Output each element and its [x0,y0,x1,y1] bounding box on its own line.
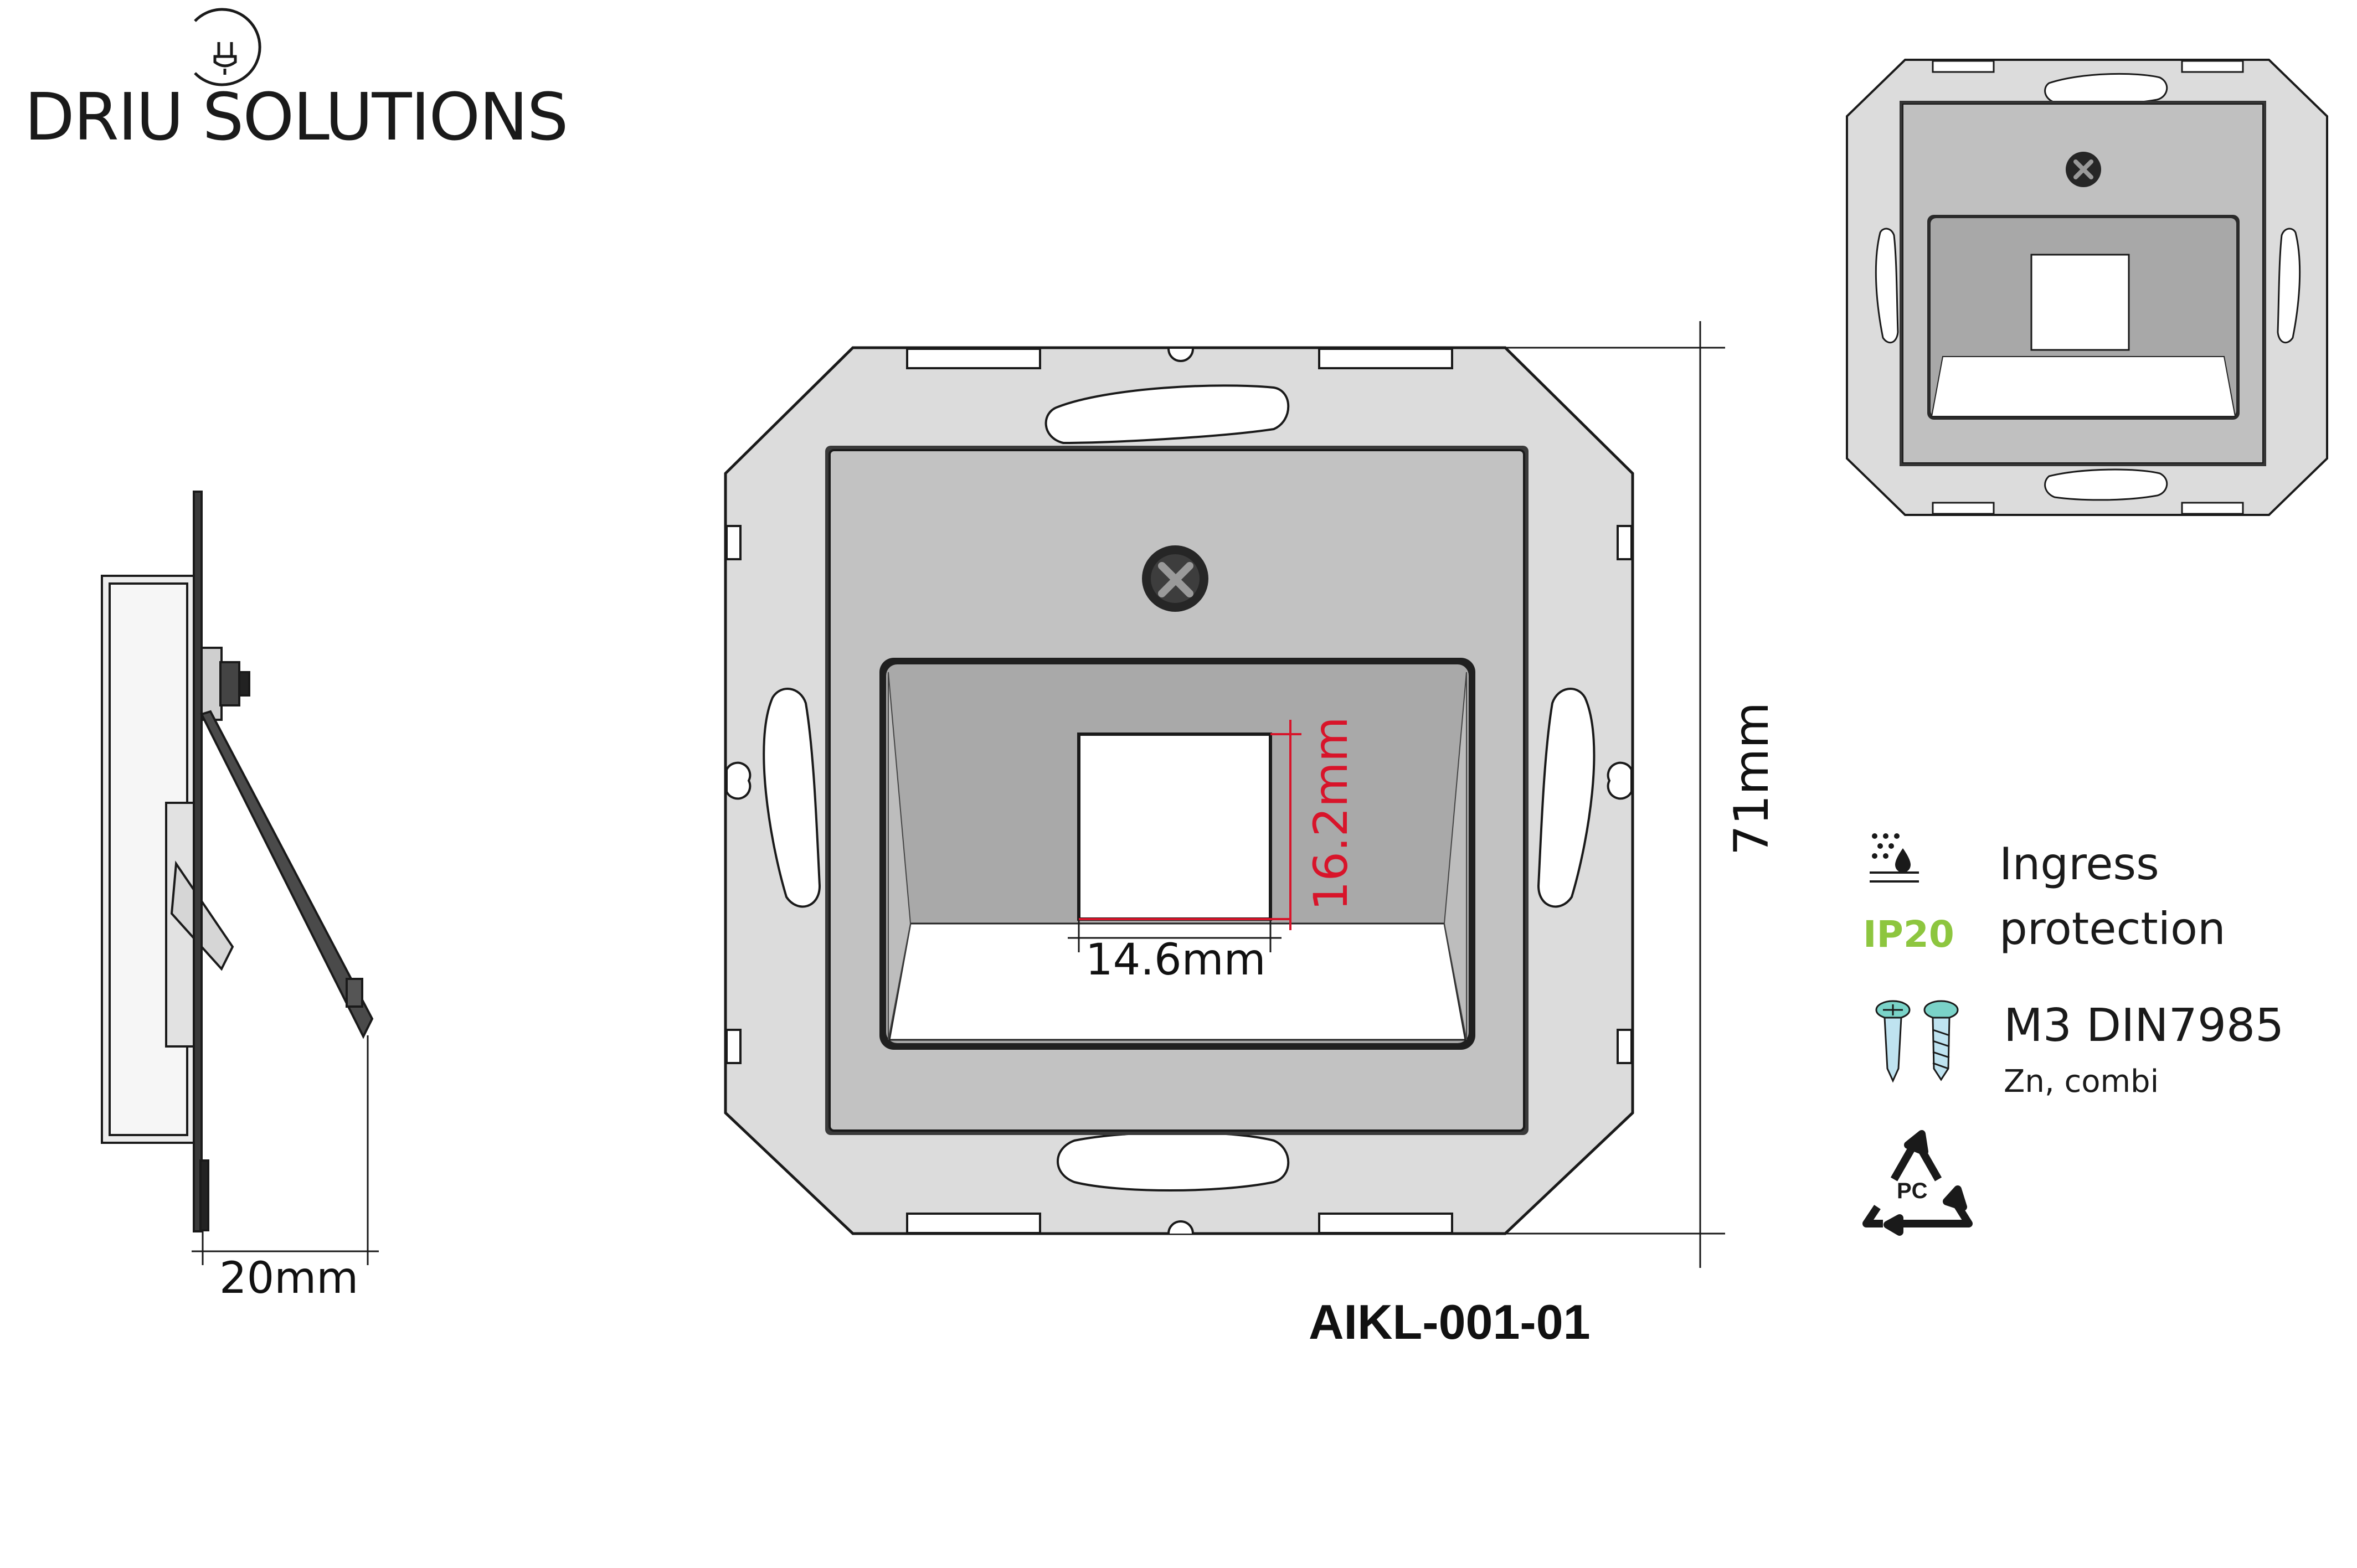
screw-spec-subtitle: Zn, combi [2004,1064,2159,1100]
frame-slot-top-left [906,348,1041,369]
frame-slot-bottom-left [906,1213,1041,1234]
jack-recess-floor [888,922,1466,1041]
legend-ingress: IP20 Ingress protection [1863,833,2226,956]
brand-logo: DRIU SOLUTIONS [24,8,568,155]
recycle-triangle-icon [1862,1130,1973,1236]
frame-slot-top-right [1318,348,1453,369]
side-dimension [192,1035,379,1265]
material-code: PC [1897,1179,1928,1203]
mount-slot-bottom [1057,1131,1290,1192]
ingress-rating: IP20 [1863,913,1954,956]
opening-width-label: 14.6mm [1085,935,1266,985]
part-number: AIKL-001-01 [1309,1294,1591,1349]
side-view [101,491,374,1232]
mount-slot-top [1044,384,1290,445]
depth-dimension-label: 20mm [219,1254,358,1303]
legend-material: PC [1862,1130,1973,1236]
jack-opening [1077,733,1272,921]
ingress-label-line2: protection [1999,903,2226,955]
ingress-label-line1: Ingress [1999,838,2159,890]
opening-width-dimension-lines [1068,919,1282,952]
mount-slot-left [763,688,821,908]
perspective-thumbnail [1846,59,2328,516]
mount-slot-right [1537,688,1596,908]
cover-screw-icon [1142,545,1208,612]
screws-icon [1875,1000,1959,1083]
frame-slot-bottom-right [1318,1213,1453,1234]
opening-height-dimension-lines [1079,720,1301,930]
front-view [724,346,1634,1235]
height-dimension-lines [1505,321,1725,1268]
screw-spec-title: M3 DIN7985 [2004,999,2284,1052]
height-dimension-label: 71mm [1724,702,1779,855]
brand-name: DRIU SOLUTIONS [24,79,567,155]
legend-screws: M3 DIN7985 Zn, combi [1875,999,2284,1100]
lightbulb-plug-icon [194,8,261,86]
water-drops-icon [1870,833,1919,883]
opening-height-label: 16.2mm [1304,716,1358,911]
